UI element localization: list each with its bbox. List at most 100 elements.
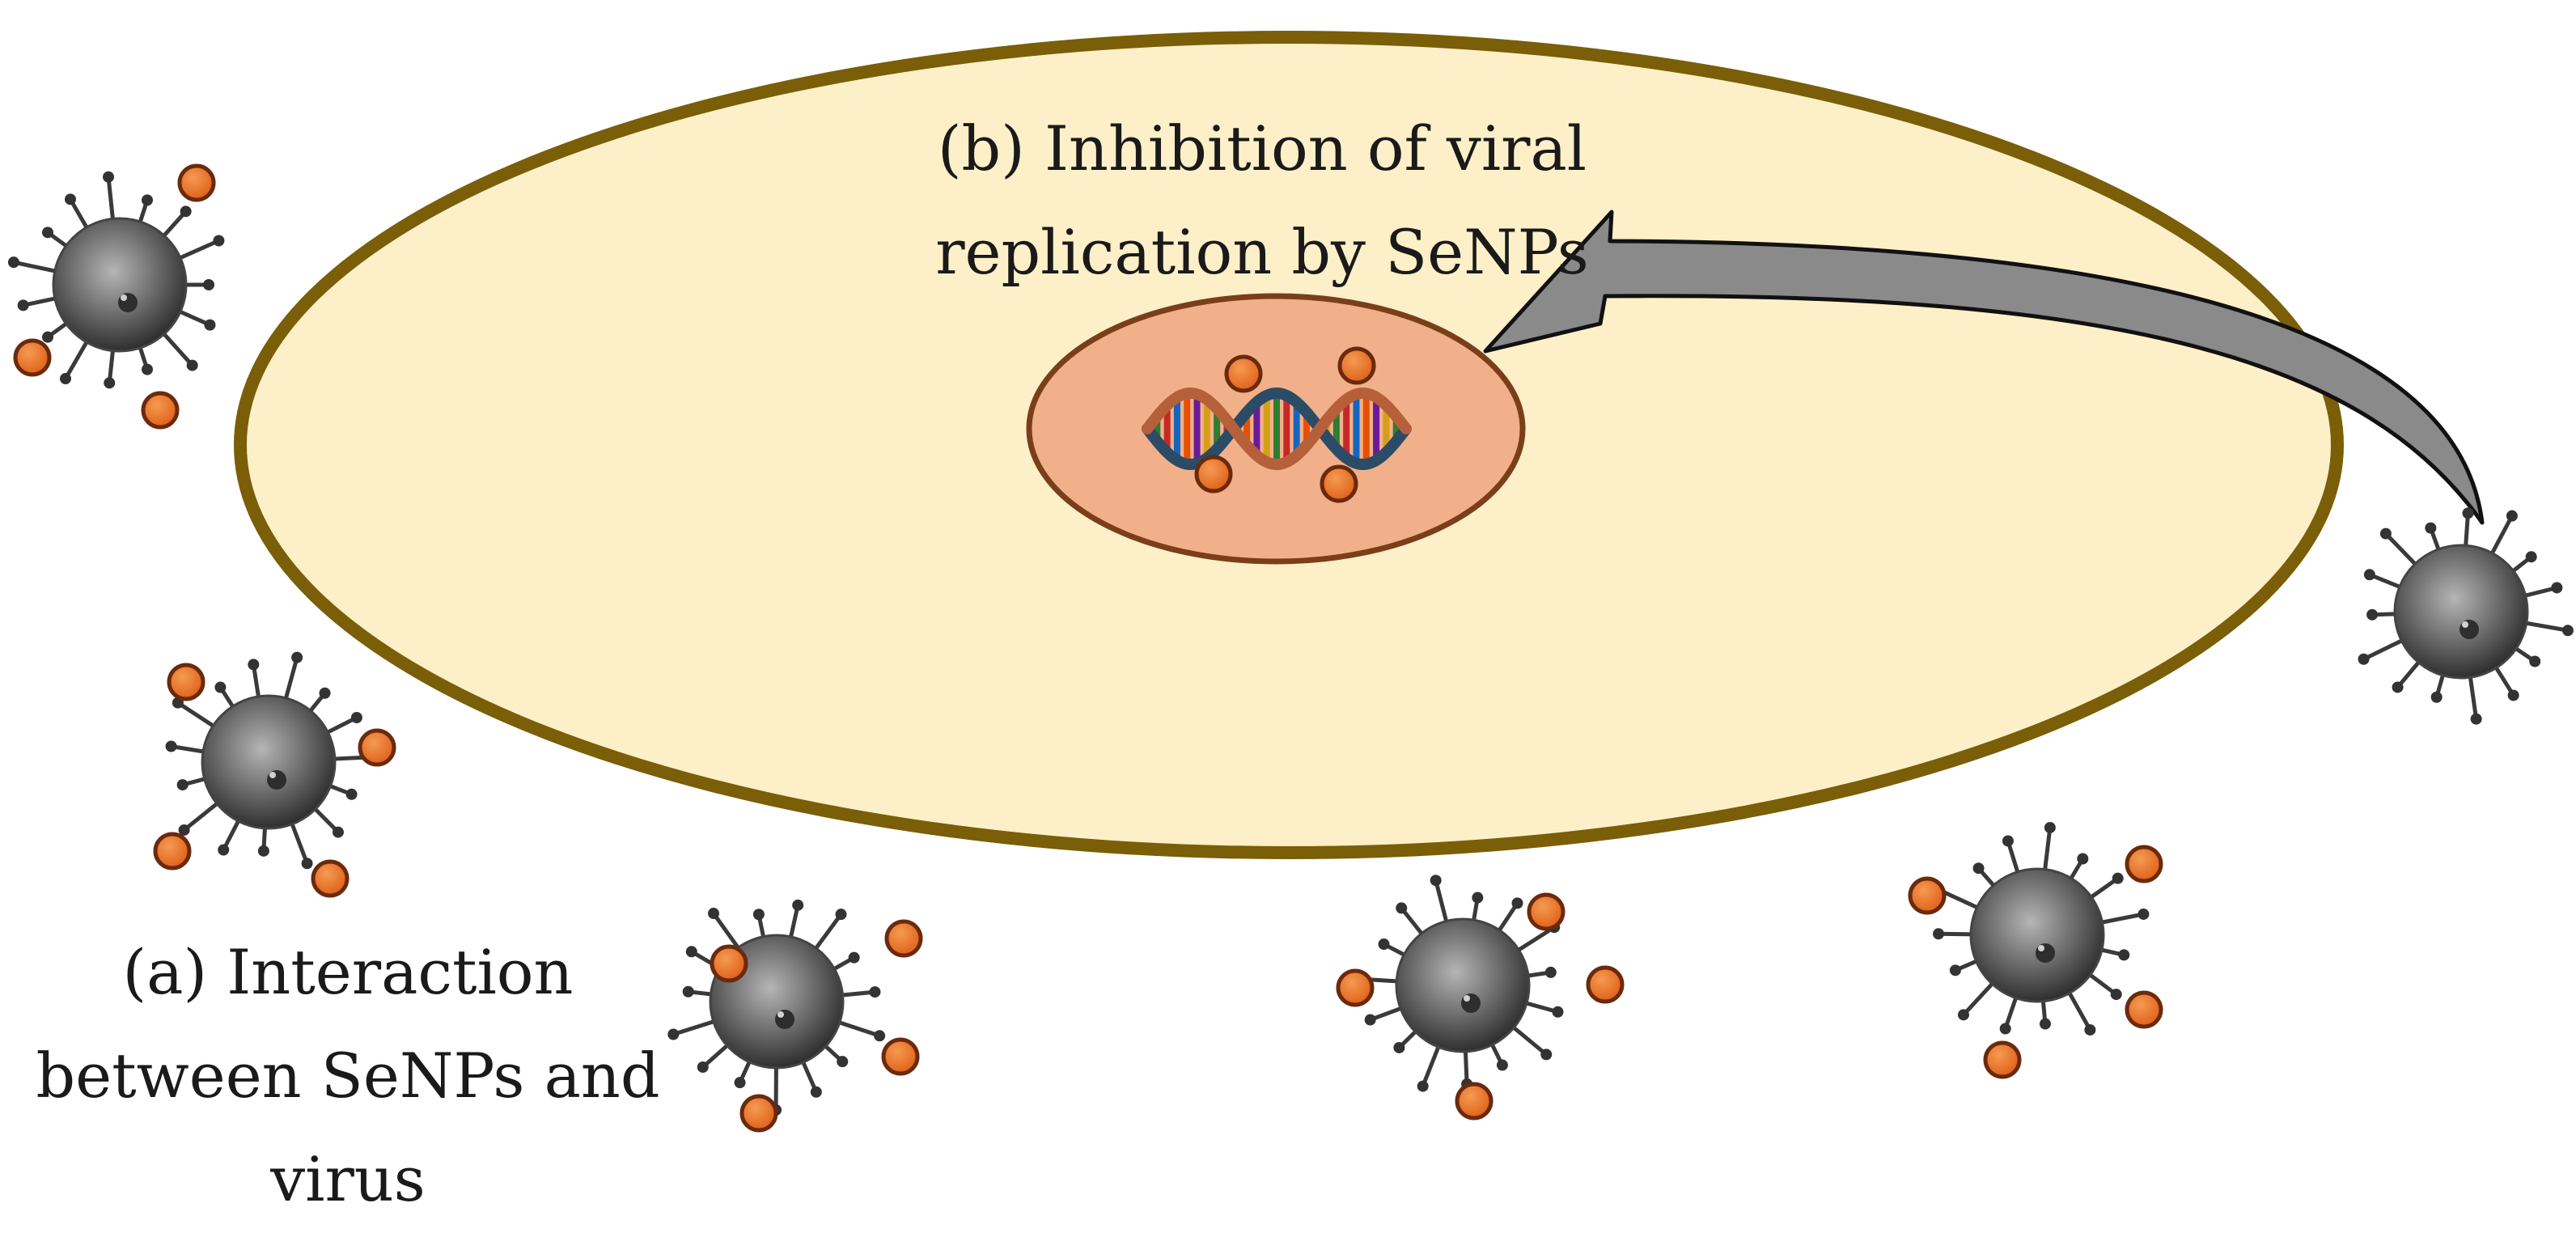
virus-spike-tip	[2508, 689, 2519, 701]
virus-core-highlight	[2462, 621, 2468, 628]
virus-spike	[184, 802, 220, 830]
label-a-line-1: (a) Interaction	[0, 921, 696, 1024]
virus-particle-icon	[1933, 822, 2149, 1036]
virus-spike-tip	[811, 1087, 822, 1098]
virus-spike-tip	[1933, 928, 1944, 939]
virus-spike-tip	[1417, 1081, 1429, 1092]
virus-spike-tip	[187, 360, 198, 371]
virus-spike-tip	[302, 858, 313, 869]
virus-spike-tip	[2366, 609, 2378, 621]
virus-spike	[66, 340, 88, 379]
selenium-nanoparticle-icon	[155, 834, 189, 868]
virus-spike-tip	[2551, 582, 2562, 593]
virus-spike	[1964, 981, 1994, 1015]
virus-spike	[2470, 674, 2476, 718]
virus-spike-tip	[60, 373, 71, 384]
virus-spike-tip	[2000, 1023, 2011, 1034]
selenium-nanoparticle-icon	[1910, 879, 1944, 913]
virus-spike	[814, 914, 841, 951]
virus-spike-tip	[346, 789, 358, 800]
selenium-nanoparticle-icon	[2127, 993, 2161, 1027]
virus-spike-tip	[2392, 681, 2404, 693]
virus-spike-tip	[792, 900, 803, 911]
virus-spike-tip	[291, 652, 303, 663]
virus-spike	[837, 1022, 879, 1036]
virus-spike-tip	[177, 779, 189, 790]
virus-spike-tip	[2044, 822, 2056, 833]
virus-spike-tip	[1958, 1009, 1969, 1020]
virus-spike-tip	[2364, 569, 2375, 580]
virus-spike-tip	[2118, 949, 2129, 960]
virus-spike	[291, 821, 307, 863]
virus-spike-tip	[1973, 862, 1985, 874]
virus-core-highlight	[269, 772, 276, 778]
label-b-line-1: (b) Inhibition of viral	[858, 97, 1667, 201]
virus-capsid	[1396, 919, 1529, 1052]
virus-spike-tip	[1379, 938, 1390, 950]
virus-particle-icon	[2358, 507, 2574, 724]
virus-spike-tip	[874, 1030, 885, 1041]
selenium-nanoparticle-icon	[1338, 971, 1372, 1005]
selenium-nanoparticle-icon	[1227, 357, 1260, 391]
virus-spike-tip	[180, 205, 192, 217]
virus-spike-tip	[753, 909, 765, 920]
selenium-nanoparticle-icon	[15, 341, 49, 375]
virus-spike	[2364, 639, 2404, 659]
selenium-nanoparticle-icon	[1457, 1084, 1491, 1118]
virus-spike-tip	[2358, 654, 2370, 665]
selenium-nanoparticle-icon	[180, 166, 214, 200]
selenium-nanoparticle-icon	[169, 665, 203, 699]
selenium-nanoparticle-icon	[887, 921, 921, 955]
selenium-nanoparticle-icon	[360, 731, 394, 765]
virus-spike-tip	[204, 320, 215, 331]
virus-core-highlight	[777, 1011, 784, 1018]
virus-spike-tip	[2425, 523, 2436, 534]
virus-capsid	[53, 218, 186, 351]
virus-spike-tip	[8, 256, 19, 268]
dna-double-helix-icon	[1147, 393, 1406, 464]
virus-spike-tip	[1396, 902, 1407, 913]
selenium-nanoparticle-icon	[1340, 349, 1374, 383]
virus-spike	[2491, 516, 2512, 556]
virus-spike-tip	[836, 909, 847, 920]
virus-spike-tip	[104, 377, 115, 388]
virus-spike-tip	[2562, 625, 2574, 636]
virus-spike-tip	[65, 193, 76, 205]
virus-spike-tip	[735, 1077, 746, 1088]
virus-spike	[2044, 828, 2050, 873]
virus-spike-tip	[203, 279, 214, 290]
virus-core-highlight	[1464, 995, 1470, 1002]
virus-spike-tip	[1430, 875, 1442, 886]
label-interaction-senps-virus: (a) Interaction between SeNPs and virus	[0, 921, 696, 1231]
virus-spike-tip	[42, 332, 53, 343]
virus-spike	[2523, 623, 2568, 631]
virus-spike-tip	[218, 845, 229, 856]
virus-spike-tip	[103, 172, 114, 183]
virus-spike-tip	[869, 986, 880, 998]
virus-spike-tip	[213, 235, 224, 246]
virus-spike-tip	[2002, 835, 2014, 846]
virus-core	[1461, 993, 1481, 1013]
selenium-nanoparticle-icon	[313, 862, 347, 896]
virus-spike-tip	[1365, 1015, 1376, 1026]
virus-spike-tip	[2112, 873, 2124, 884]
virus-spike	[178, 703, 216, 728]
virus-spike	[1436, 880, 1447, 924]
selenium-nanoparticle-icon	[1197, 457, 1231, 491]
virus-spike-tip	[2431, 692, 2443, 703]
virus-spike-tip	[42, 227, 53, 238]
virus-spike-tip	[2463, 507, 2474, 519]
selenium-nanoparticle-icon	[2127, 847, 2161, 881]
selenium-nanoparticle-icon	[1529, 895, 1563, 929]
virus-spike-tip	[2526, 551, 2537, 562]
virus-spike-tip	[333, 827, 344, 838]
virus-spike-tip	[18, 299, 29, 311]
virus-spike-tip	[2084, 1024, 2095, 1036]
virus-spike-tip	[2137, 909, 2149, 920]
virus-spike-tip	[214, 682, 226, 693]
virus-capsid	[202, 696, 335, 828]
virus-spike-tip	[1540, 1048, 1552, 1060]
selenium-nanoparticle-icon	[742, 1096, 776, 1130]
selenium-nanoparticle-icon	[883, 1040, 917, 1074]
selenium-nanoparticle-icon	[712, 947, 746, 981]
